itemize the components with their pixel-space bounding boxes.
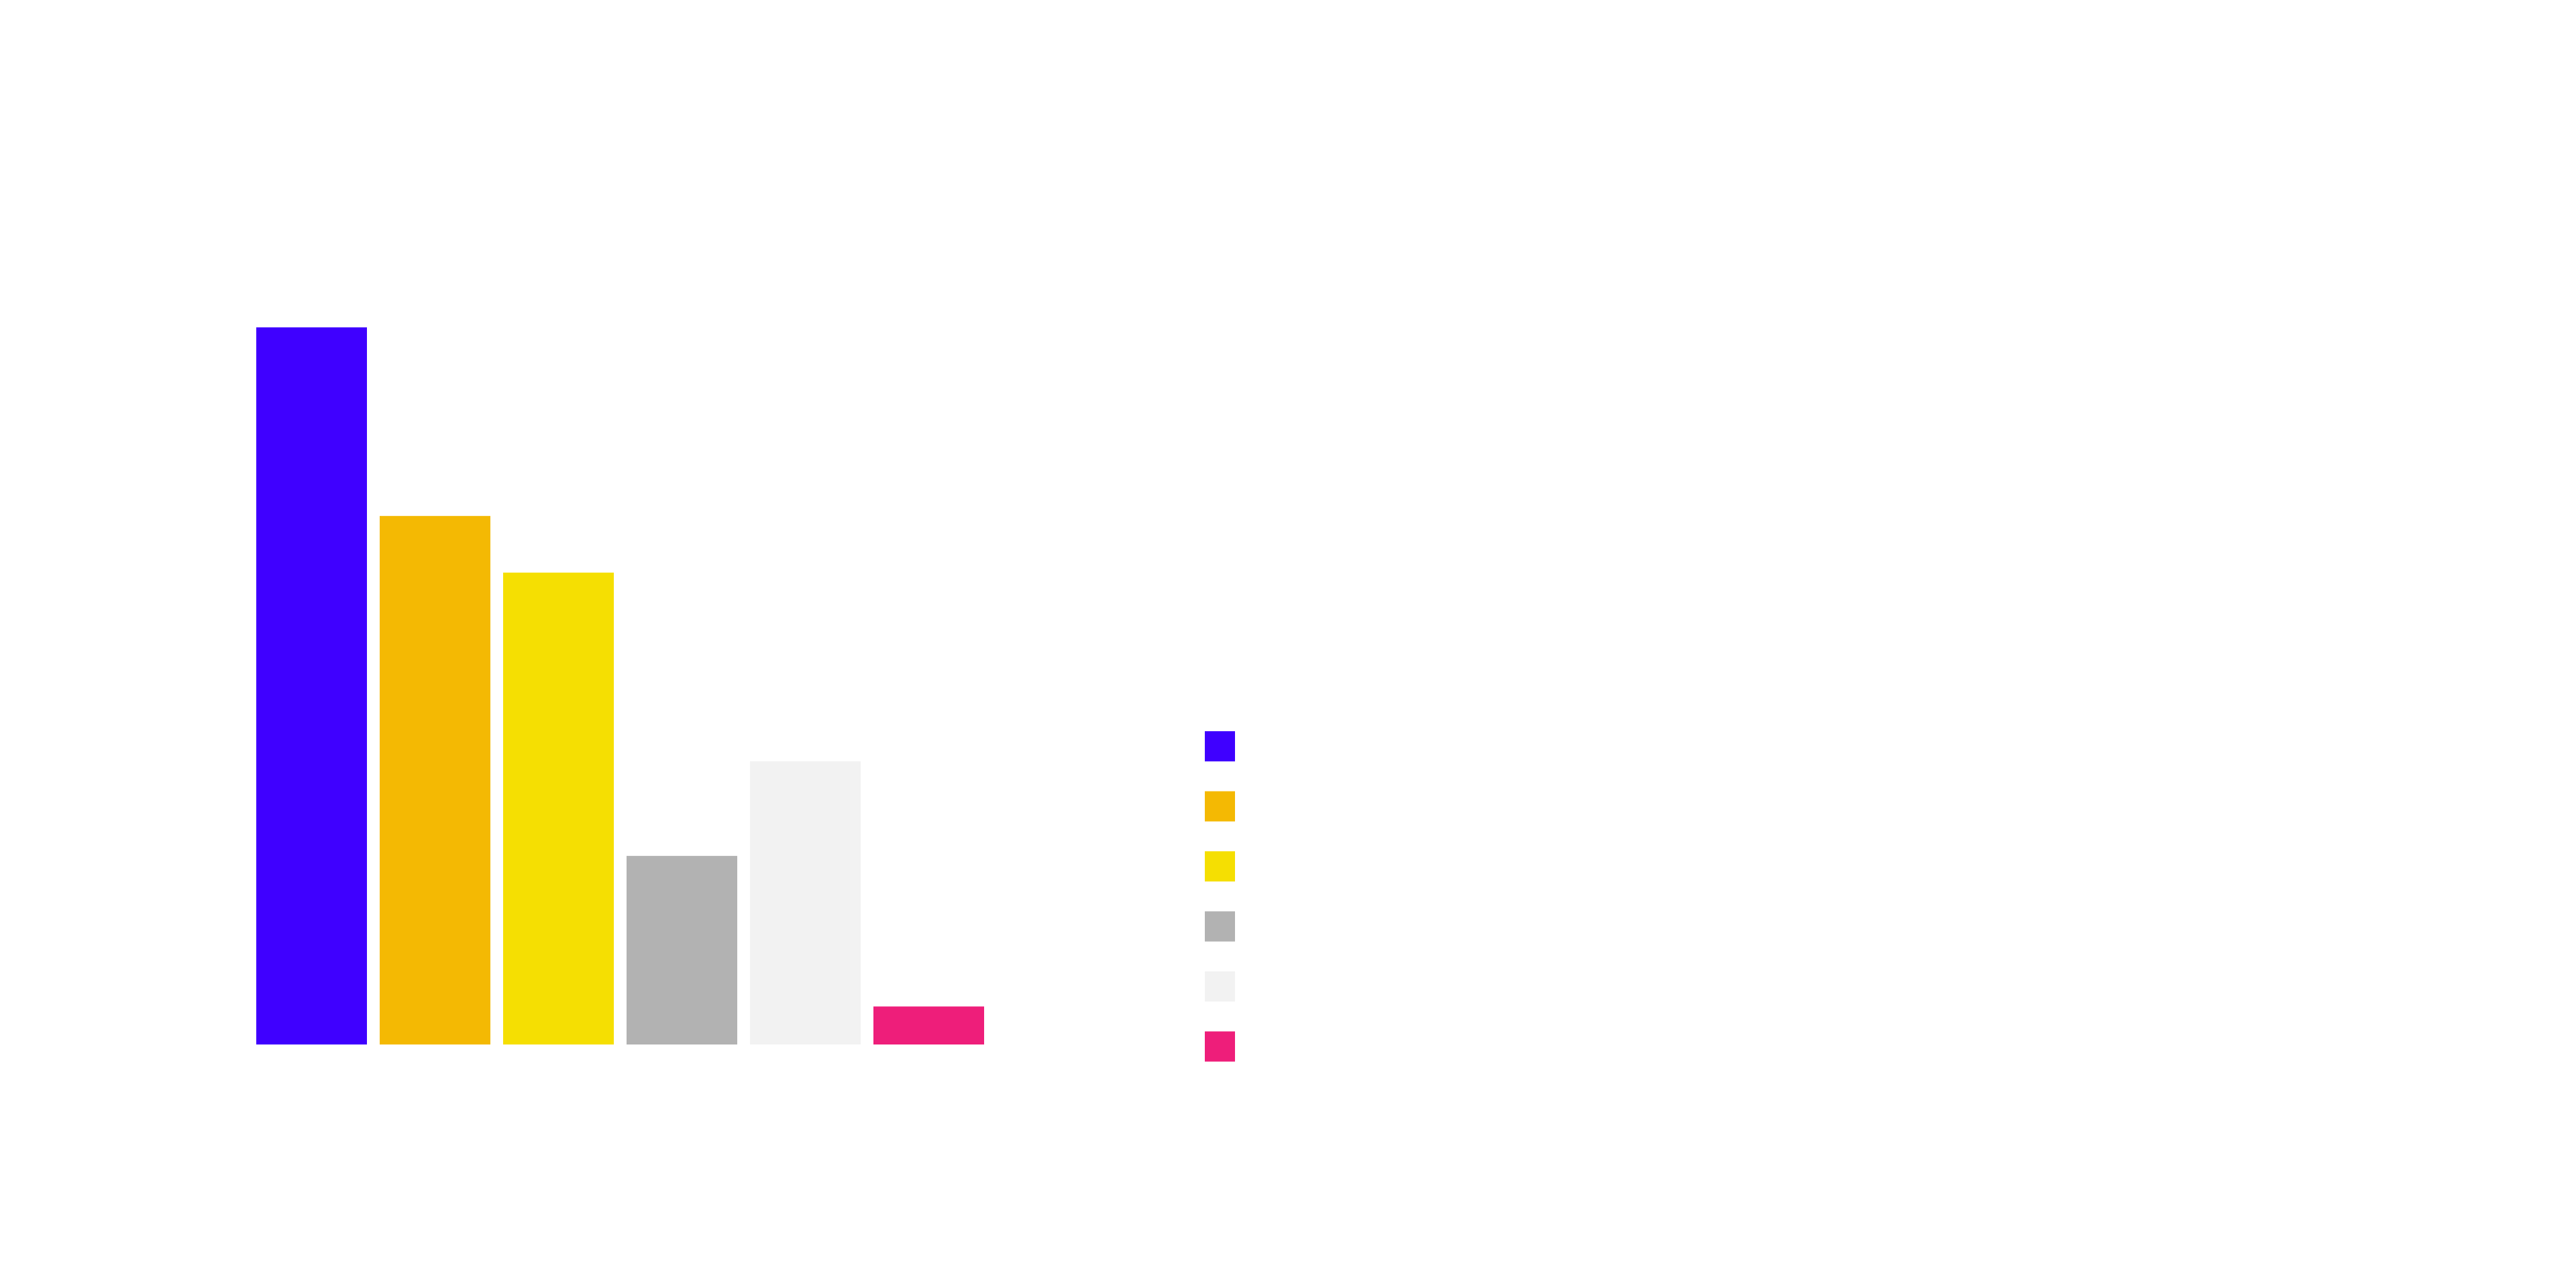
bar-5 xyxy=(750,761,861,1044)
bar-3 xyxy=(503,572,614,1044)
bar-6 xyxy=(873,1006,984,1044)
bar-2 xyxy=(380,516,490,1044)
bar-4 xyxy=(627,855,737,1044)
bar-series xyxy=(256,327,984,1044)
legend-swatch-3 xyxy=(1205,851,1235,881)
legend-swatch-2 xyxy=(1205,791,1235,822)
legend-swatch-1 xyxy=(1205,731,1235,761)
legend-swatch-5 xyxy=(1205,971,1235,1002)
legend xyxy=(1205,731,1235,1062)
bar-1 xyxy=(256,327,367,1044)
legend-swatch-6 xyxy=(1205,1031,1235,1062)
legend-swatch-4 xyxy=(1205,911,1235,942)
